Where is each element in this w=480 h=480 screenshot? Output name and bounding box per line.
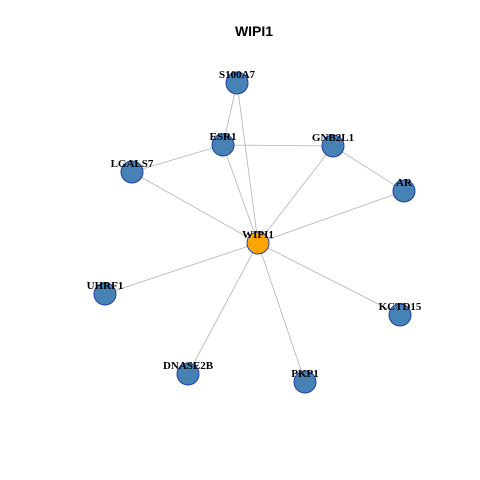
node-label-ar: AR xyxy=(396,177,413,189)
edge-wipi1-esr1 xyxy=(222,144,259,244)
node-label-gnb2l1: GNB2L1 xyxy=(312,132,354,144)
edge-wipi1-s100a7 xyxy=(236,82,259,244)
node-lgals7 xyxy=(120,160,144,184)
node-pkp1 xyxy=(293,370,317,394)
node-gnb2l1 xyxy=(321,134,345,158)
node-label-s100a7: S100A7 xyxy=(219,69,256,81)
edge-wipi1-pkp1 xyxy=(257,242,306,383)
node-label-kctd15: KCTD15 xyxy=(379,301,422,313)
edge-wipi1-kctd15 xyxy=(257,242,401,316)
edge-wipi1-dnase2b xyxy=(187,242,259,375)
node-label-dnase2b: DNASE2B xyxy=(163,360,214,372)
node-uhrf1 xyxy=(93,282,117,306)
edge-wipi1-lgals7 xyxy=(131,171,259,244)
edge-wipi1-ar xyxy=(257,190,405,244)
nodes xyxy=(93,71,416,394)
node-label-wipi1: WIPI1 xyxy=(242,229,274,241)
node-label-pkp1: PKP1 xyxy=(291,368,319,380)
node-label-esr1: ESR1 xyxy=(210,131,237,143)
node-ar xyxy=(392,179,416,203)
node-s100a7 xyxy=(225,71,249,95)
diagram-title: WIPI1 xyxy=(235,23,273,39)
edges xyxy=(104,82,405,383)
node-wipi1 xyxy=(246,231,270,255)
node-esr1 xyxy=(211,133,235,157)
edge-esr1-gnb2l1 xyxy=(222,144,334,147)
node-label-uhrf1: UHRF1 xyxy=(87,280,124,292)
edge-esr1-lgals7 xyxy=(131,144,224,173)
edge-gnb2l1-ar xyxy=(332,145,405,192)
edge-wipi1-gnb2l1 xyxy=(257,145,334,244)
edge-wipi1-uhrf1 xyxy=(104,242,259,295)
node-kctd15 xyxy=(388,303,412,327)
node-dnase2b xyxy=(176,362,200,386)
node-label-lgals7: LGALS7 xyxy=(111,158,154,170)
